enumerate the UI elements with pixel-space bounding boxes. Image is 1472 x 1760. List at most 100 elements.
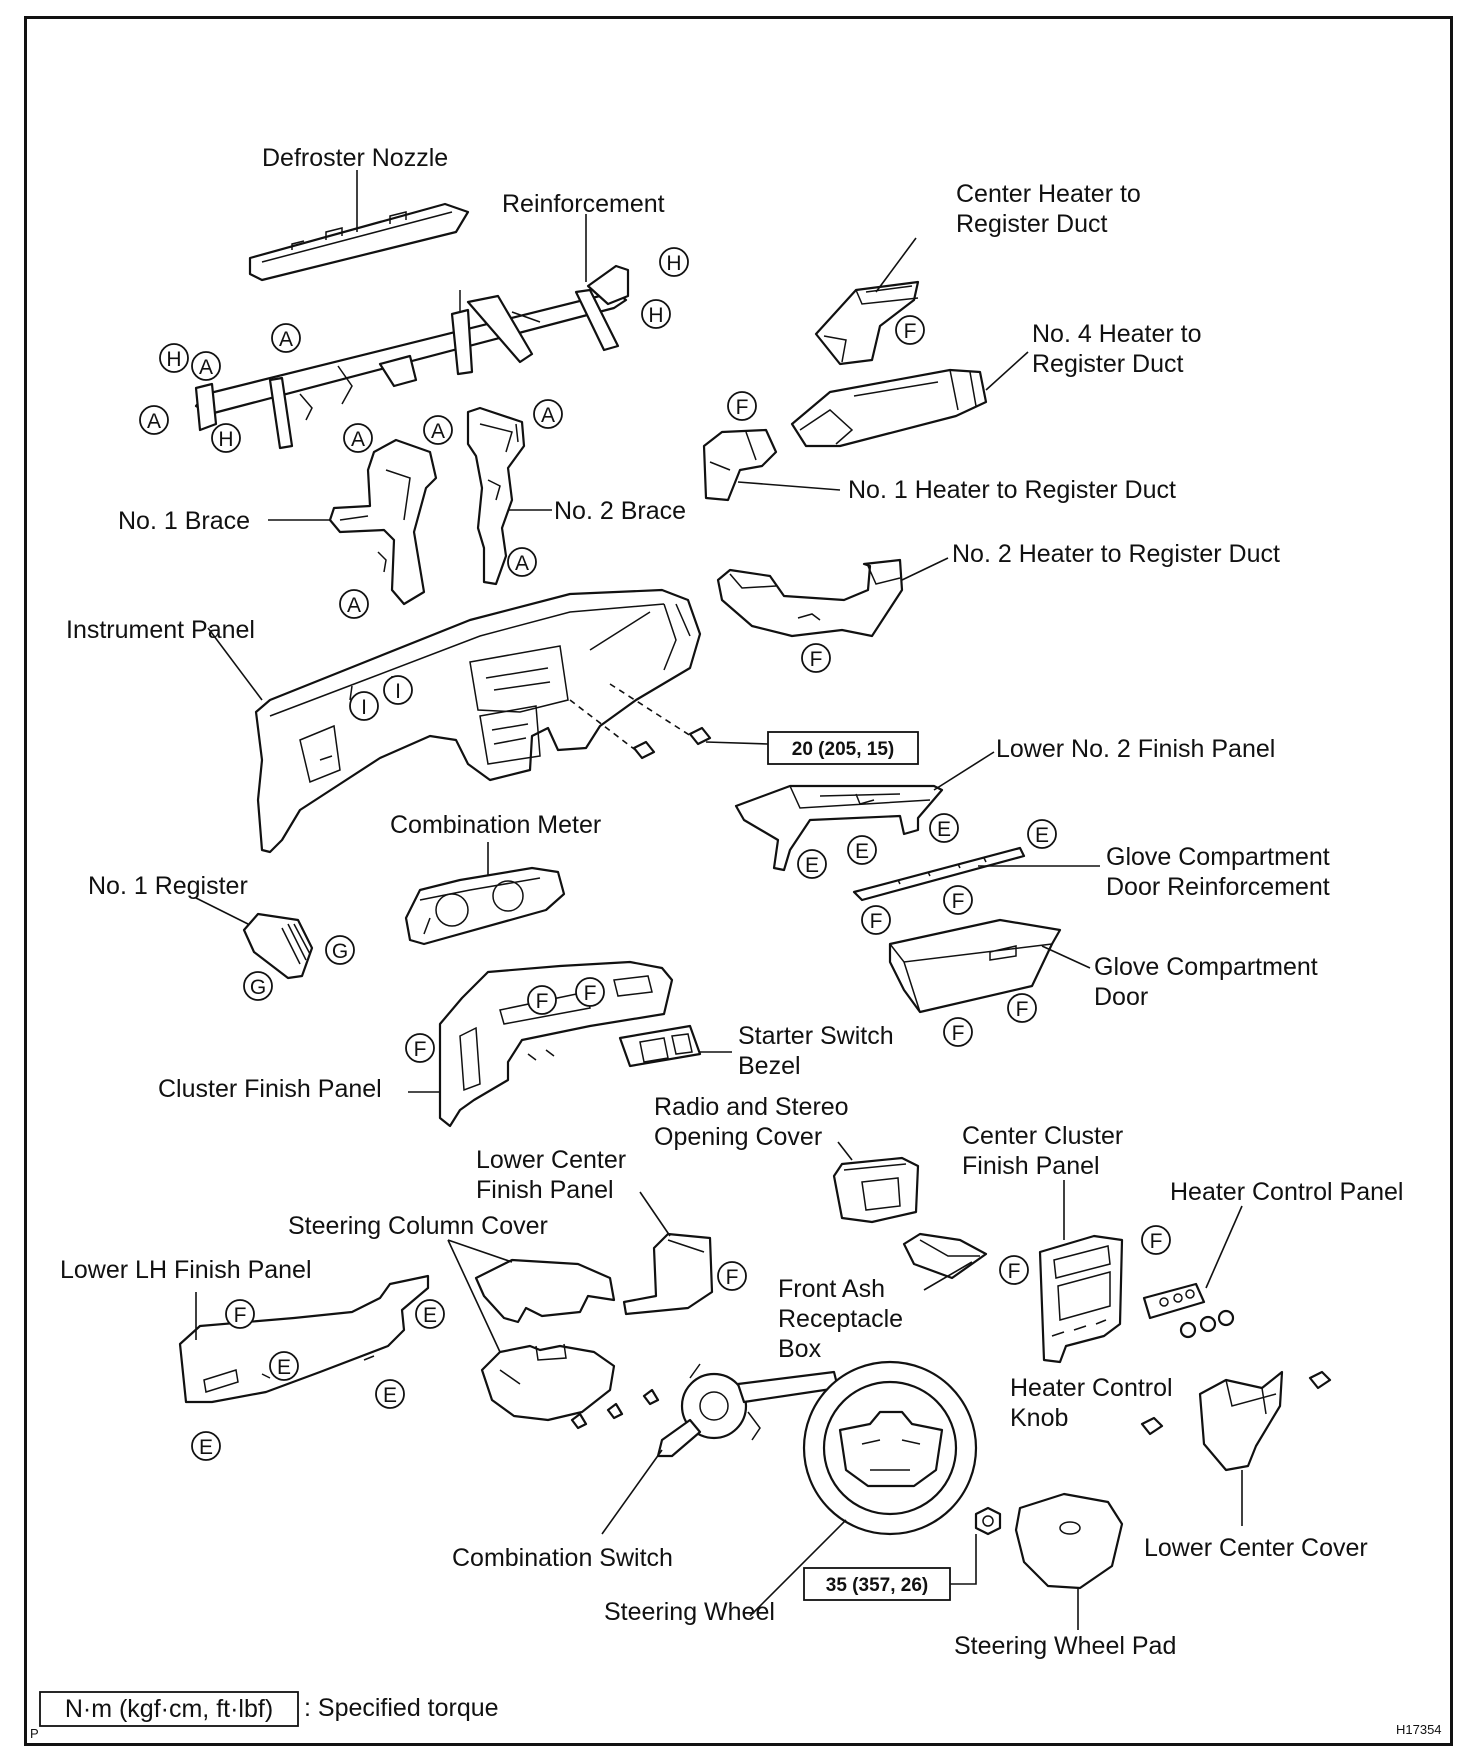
radio-cover-leader [837, 1141, 853, 1161]
svg-text:F: F [1150, 1230, 1163, 1253]
code-marker: I [349, 691, 379, 721]
code-marker: A [423, 415, 453, 445]
no2-heater-to-register-duct [716, 558, 904, 638]
svg-text:E: E [805, 854, 819, 877]
glove-compartment-door [888, 918, 1062, 1014]
svg-text:F: F [726, 1266, 739, 1289]
svg-text:A: A [147, 410, 161, 433]
legend-unit: N·m (kgf·cm, ft·lbf) [65, 1695, 273, 1723]
ash-receptacle-leader [923, 1261, 973, 1291]
code-marker: G [243, 971, 273, 1001]
svg-text:F: F [904, 320, 917, 343]
instrument-panel-label: Instrument Panel [66, 616, 255, 644]
reinforcement [194, 264, 630, 450]
svg-text:A: A [351, 428, 365, 451]
code-marker: E [847, 835, 877, 865]
reference-codes: H H A H A A H A A A A A F F F I I E E E … [139, 247, 1171, 1461]
glove-reinforcement-label-2: Door Reinforcement [1106, 873, 1330, 901]
panel-bolts [569, 683, 712, 760]
svg-text:F: F [584, 982, 597, 1005]
code-marker: E [415, 1299, 445, 1329]
code-marker: E [375, 1379, 405, 1409]
center-cluster-finish-label-2: Finish Panel [962, 1152, 1100, 1180]
code-marker: E [797, 849, 827, 879]
radio-cover-label-2: Opening Cover [654, 1123, 822, 1151]
code-marker: A [271, 323, 301, 353]
center-heater-duct-leader [875, 237, 917, 293]
lower-no2-finish-label: Lower No. 2 Finish Panel [996, 735, 1275, 763]
code-marker: H [659, 247, 689, 277]
code-marker: G [325, 935, 355, 965]
code-marker: F [527, 985, 557, 1015]
lower-center-finish-label-1: Lower Center [476, 1146, 626, 1174]
torque-20-box [767, 731, 919, 765]
glove-door-leader [1041, 945, 1091, 969]
svg-text:E: E [937, 818, 951, 841]
no4-heater-duct-leader [985, 351, 1029, 391]
code-marker: E [191, 1431, 221, 1461]
glove-door-label-2: Door [1094, 983, 1148, 1011]
cluster-finish-panel [438, 960, 674, 1128]
center-heater-to-register-duct [814, 280, 920, 366]
code-marker: F [861, 905, 891, 935]
code-marker: A [191, 351, 221, 381]
code-marker: F [943, 1017, 973, 1047]
figure-id: H17354 [1396, 1722, 1442, 1737]
no2-heater-duct-leader [901, 557, 949, 581]
no2-brace-label: No. 2 Brace [554, 497, 686, 525]
combination-switch [656, 1363, 840, 1458]
reinforcement-label: Reinforcement [502, 190, 665, 218]
defroster-nozzle [248, 202, 470, 282]
center-cluster-finish-panel [1038, 1234, 1124, 1364]
svg-text:I: I [395, 680, 401, 703]
cluster-finish-label: Cluster Finish Panel [158, 1075, 382, 1103]
svg-text:F: F [1016, 998, 1029, 1021]
defroster-nozzle-label: Defroster Nozzle [262, 144, 448, 172]
svg-text:F: F [536, 990, 549, 1013]
center-heater-duct-label-2: Register Duct [956, 210, 1107, 238]
legend-meaning: : Specified torque [304, 1694, 499, 1722]
svg-text:H: H [666, 252, 681, 275]
heater-control-panel-leader [1205, 1205, 1243, 1289]
heater-control-panel [1142, 1282, 1206, 1320]
code-marker: A [343, 423, 373, 453]
code-marker: F [1141, 1225, 1171, 1255]
code-marker: F [801, 643, 831, 673]
lower-center-cover [1198, 1370, 1284, 1472]
torque-35-leader [950, 1534, 977, 1585]
steering-wheel [802, 1360, 978, 1536]
no1-brace-label: No. 1 Brace [118, 507, 250, 535]
code-marker: H [159, 343, 189, 373]
code-marker: H [211, 423, 241, 453]
svg-text:E: E [383, 1384, 397, 1407]
steering-wheel-pad [1014, 1492, 1124, 1590]
code-marker: I [383, 675, 413, 705]
svg-text:A: A [515, 552, 529, 575]
svg-text:A: A [279, 328, 293, 351]
lower-center-cover-label: Lower Center Cover [1144, 1534, 1368, 1562]
steering-nut [974, 1506, 1002, 1536]
code-marker: F [575, 977, 605, 1007]
lower-lh-finish-label: Lower LH Finish Panel [60, 1256, 312, 1284]
svg-text:E: E [277, 1356, 291, 1379]
lower-no2-finish-panel [734, 784, 944, 872]
no1-register-label: No. 1 Register [88, 872, 248, 900]
svg-text:G: G [332, 940, 348, 963]
no1-heater-duct-leader [737, 481, 841, 491]
code-marker: E [269, 1351, 299, 1381]
no4-heater-to-register-duct [790, 368, 988, 448]
steering-wheel-leader [749, 1519, 847, 1617]
code-marker: E [929, 813, 959, 843]
svg-text:H: H [218, 428, 233, 451]
code-marker: F [999, 1255, 1029, 1285]
no2-heater-duct-label: No. 2 Heater to Register Duct [952, 540, 1280, 568]
center-cluster-finish-label-1: Center Cluster [962, 1122, 1123, 1150]
ash-receptacle-label-3: Box [778, 1335, 822, 1363]
combination-switch-leader [601, 1449, 663, 1535]
no1-brace [328, 438, 438, 606]
ash-receptacle-label-2: Receptacle [778, 1305, 903, 1333]
steering-wheel-pad-label: Steering Wheel Pad [954, 1632, 1176, 1660]
code-marker: A [533, 399, 563, 429]
code-marker: E [1027, 819, 1057, 849]
svg-text:A: A [431, 420, 445, 443]
